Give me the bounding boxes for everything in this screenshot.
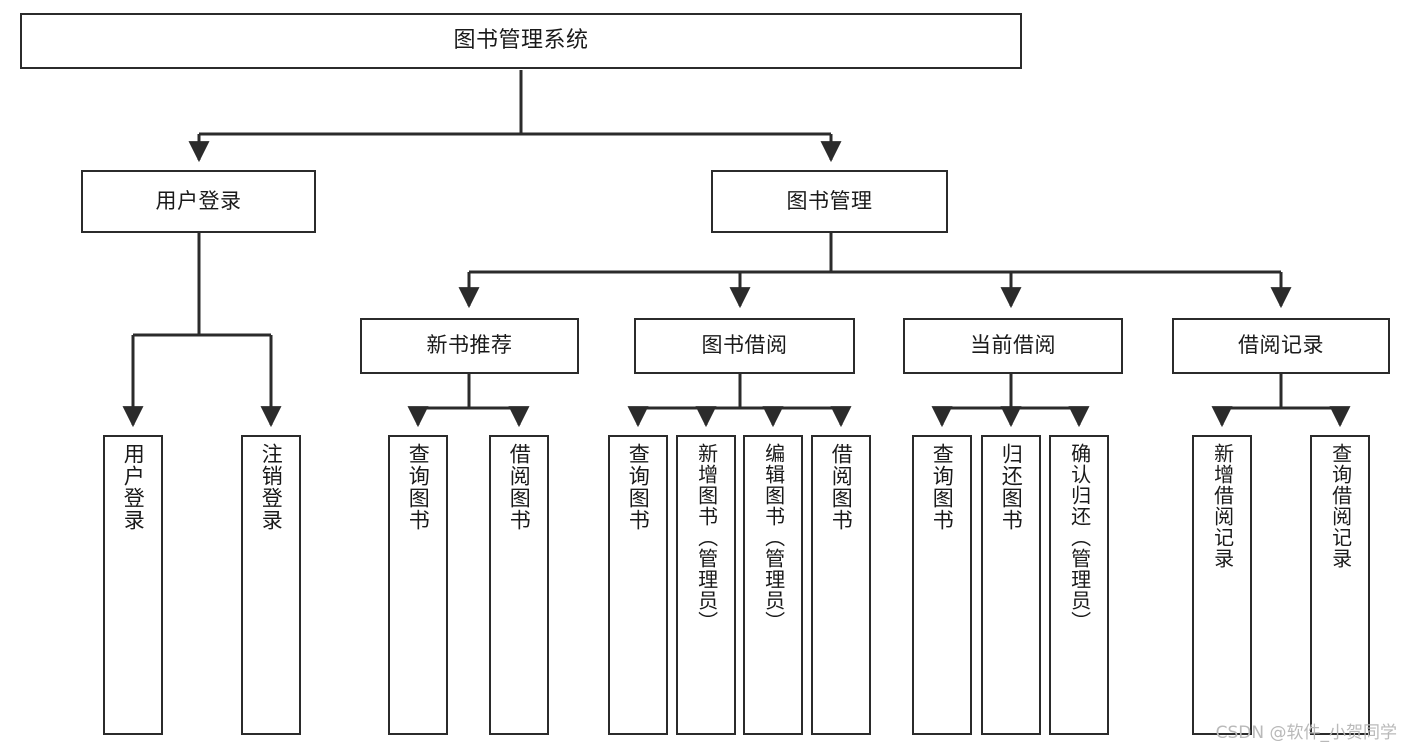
node-label: 借阅图书: [829, 443, 854, 531]
node-label: 新书推荐: [426, 333, 513, 358]
node-label: 图书借阅: [701, 333, 788, 358]
node-book-borrow[interactable]: 图书借阅: [634, 318, 855, 374]
node-label: 查询图书: [406, 443, 431, 531]
node-book-management[interactable]: 图书管理: [711, 170, 948, 233]
node-label: 查询图书: [930, 443, 955, 531]
leaf-logout[interactable]: 注销登录: [241, 435, 301, 735]
node-label: 用户登录: [155, 188, 242, 213]
leaf-add-borrow-record[interactable]: 新增借阅记录: [1192, 435, 1252, 735]
node-label: 新增图书（管理员）: [694, 443, 719, 632]
leaf-confirm-return-admin[interactable]: 确认归还（管理员）: [1049, 435, 1109, 735]
node-label: 查询借阅记录: [1328, 443, 1353, 569]
leaf-add-book-admin[interactable]: 新增图书（管理员）: [676, 435, 736, 735]
node-label: 借阅图书: [507, 443, 532, 531]
leaf-borrow-books-recommend[interactable]: 借阅图书: [489, 435, 549, 735]
node-borrow-records[interactable]: 借阅记录: [1172, 318, 1390, 374]
node-label: 注销登录: [259, 443, 284, 531]
node-label: 确认归还（管理员）: [1067, 443, 1092, 632]
node-label: 借阅记录: [1238, 333, 1324, 358]
node-new-book-recommend[interactable]: 新书推荐: [360, 318, 579, 374]
node-user-login[interactable]: 用户登录: [81, 170, 316, 233]
watermark: CSDN @软件_小贺同学: [1215, 723, 1397, 743]
node-label: 当前借阅: [970, 333, 1056, 358]
node-root-system[interactable]: 图书管理系统: [20, 13, 1022, 69]
node-label: 新增借阅记录: [1210, 443, 1235, 569]
node-label: 归还图书: [999, 443, 1024, 531]
leaf-user-login[interactable]: 用户登录: [103, 435, 163, 735]
node-label: 用户登录: [121, 443, 146, 531]
node-current-borrow[interactable]: 当前借阅: [903, 318, 1123, 374]
node-label: 图书管理: [786, 188, 873, 213]
leaf-edit-book-admin[interactable]: 编辑图书（管理员）: [743, 435, 803, 735]
node-label: 编辑图书（管理员）: [761, 443, 786, 632]
leaf-query-books-current[interactable]: 查询图书: [912, 435, 972, 735]
leaf-query-borrow-record[interactable]: 查询借阅记录: [1310, 435, 1370, 735]
leaf-borrow-books[interactable]: 借阅图书: [811, 435, 871, 735]
leaf-return-books[interactable]: 归还图书: [981, 435, 1041, 735]
node-label: 图书管理系统: [453, 27, 589, 53]
node-label: 查询图书: [626, 443, 651, 531]
leaf-query-books-recommend[interactable]: 查询图书: [388, 435, 448, 735]
leaf-query-books-borrow[interactable]: 查询图书: [608, 435, 668, 735]
